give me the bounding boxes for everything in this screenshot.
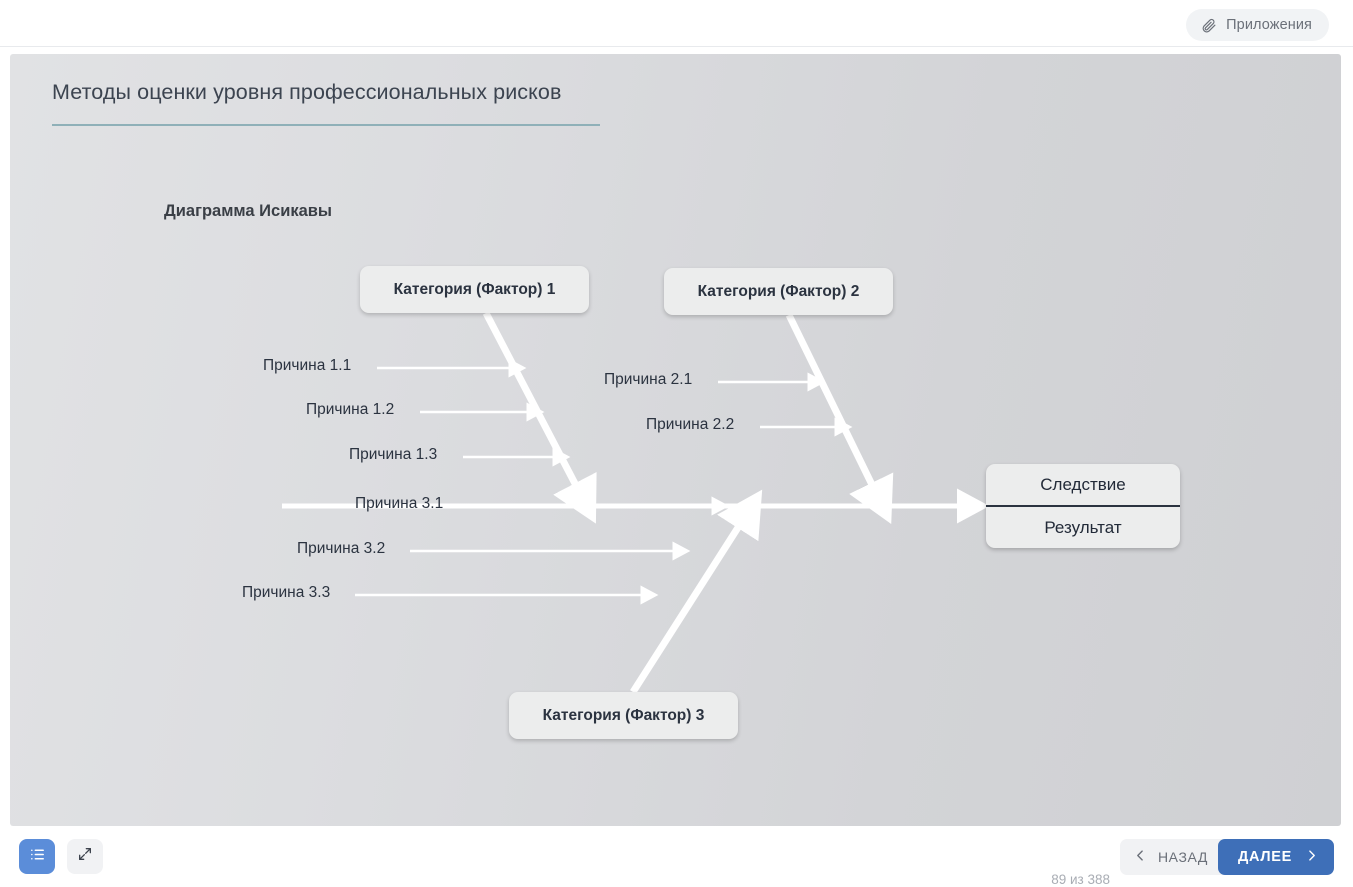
next-button[interactable]: ДАЛЕЕ xyxy=(1218,839,1334,875)
top-bar: Приложения xyxy=(0,0,1353,47)
cause-label-1-3: Причина 1.3 xyxy=(349,446,438,463)
effect-label: Следствие xyxy=(986,464,1180,507)
footer-bar: 89 из 388 НАЗАД ДАЛЕЕ xyxy=(0,826,1353,887)
cause-label-3-1: Причина 3.1 xyxy=(355,495,444,512)
list-menu-icon xyxy=(29,846,46,868)
cause-label-1-1: Причина 1.1 xyxy=(263,357,352,374)
page-counter: 89 из 388 xyxy=(1051,872,1110,887)
effect-result-box[interactable]: Следствие Результат xyxy=(986,464,1180,548)
contents-menu-button[interactable] xyxy=(19,839,55,874)
fishbone-skeleton xyxy=(282,311,990,694)
fullscreen-button[interactable] xyxy=(67,839,103,874)
category-box-2-label: Категория (Фактор) 2 xyxy=(697,282,860,300)
category-box-1[interactable]: Категория (Фактор) 1 xyxy=(360,266,589,313)
category-box-3-label: Категория (Фактор) 3 xyxy=(542,706,705,724)
bone-category-3 xyxy=(630,489,763,694)
slide-canvas: Методы оценки уровня профессиональных ри… xyxy=(10,54,1341,826)
cause-label-3-2: Причина 3.2 xyxy=(297,540,386,557)
bone-category-2 xyxy=(785,313,894,525)
chevron-left-icon xyxy=(1134,848,1147,866)
attachments-label: Приложения xyxy=(1226,17,1312,33)
bone-category-1 xyxy=(482,311,597,524)
back-label: НАЗАД xyxy=(1157,849,1208,865)
cause-label-2-2: Причина 2.2 xyxy=(646,416,735,433)
chevron-right-icon xyxy=(1305,848,1318,867)
cause-label-2-1: Причина 2.1 xyxy=(604,371,693,388)
fullscreen-expand-icon xyxy=(77,846,93,867)
attachments-button[interactable]: Приложения xyxy=(1186,9,1329,41)
cause-label-1-2: Причина 1.2 xyxy=(306,401,395,418)
category-box-3[interactable]: Категория (Фактор) 3 xyxy=(509,692,738,739)
cause-label-3-3: Причина 3.3 xyxy=(242,584,331,601)
result-label: Результат xyxy=(1044,517,1122,537)
diagram-heading: Диаграмма Исикавы xyxy=(164,202,333,220)
back-button[interactable]: НАЗАД xyxy=(1119,839,1228,875)
category-box-1-label: Категория (Фактор) 1 xyxy=(393,280,556,298)
next-label: ДАЛЕЕ xyxy=(1238,849,1292,865)
paperclip-icon xyxy=(1200,17,1217,34)
title-underline xyxy=(52,124,600,126)
category-box-2[interactable]: Категория (Фактор) 2 xyxy=(664,268,893,315)
page-title: Методы оценки уровня профессиональных ри… xyxy=(52,80,562,104)
